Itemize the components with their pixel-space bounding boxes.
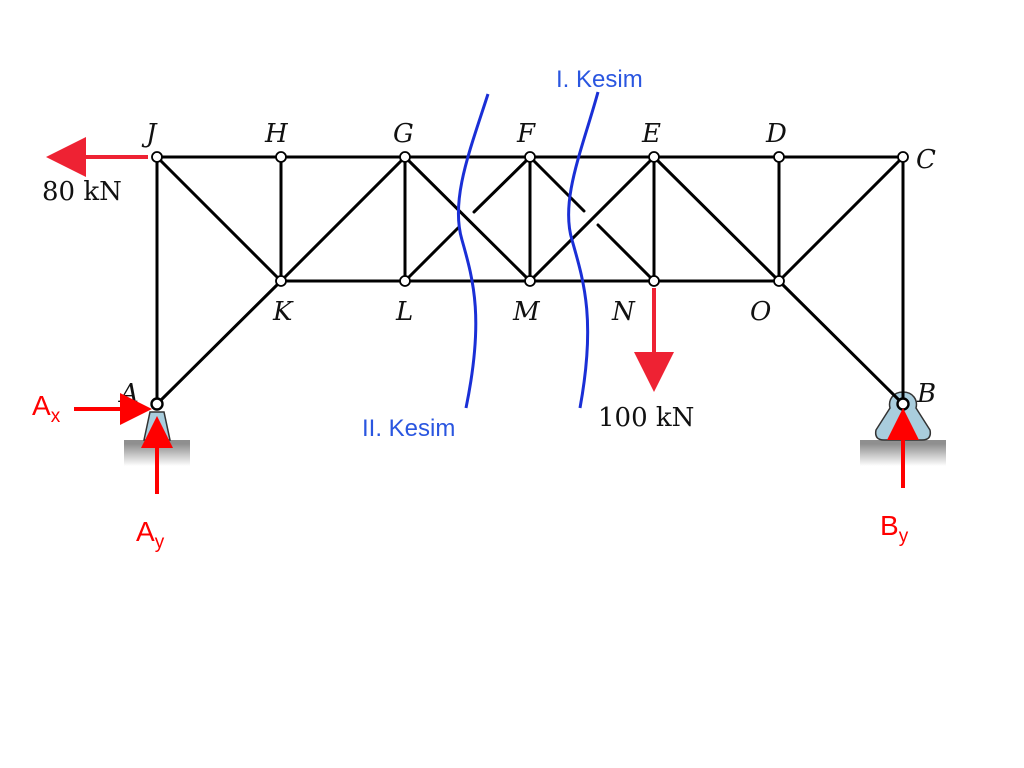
label-b: B xyxy=(916,379,936,409)
label-a: A xyxy=(118,379,139,409)
member-oc xyxy=(777,155,905,283)
cut-label-2: II. Kesim xyxy=(362,415,455,442)
joint-m xyxy=(524,275,536,287)
joint-h xyxy=(275,151,287,163)
ax-label: Ax xyxy=(32,390,61,427)
joint-o xyxy=(773,275,785,287)
cut-line-1 xyxy=(567,91,600,409)
joint-c xyxy=(897,151,909,163)
node-labels: J H G F E D C K L M N O A B xyxy=(118,119,936,409)
load-80kn: 80 kN xyxy=(42,137,148,207)
section-cuts xyxy=(456,91,600,409)
joint-d xyxy=(773,151,785,163)
joint-l xyxy=(399,275,411,287)
joint-e xyxy=(648,151,660,163)
cut-label-1: I. Kesim xyxy=(556,66,643,93)
member-lf-upper xyxy=(472,155,532,214)
member-gm xyxy=(403,155,532,283)
label-l: L xyxy=(395,297,413,327)
member-ak xyxy=(155,279,283,406)
by-label: By xyxy=(880,510,909,547)
label-f: F xyxy=(516,119,536,149)
member-lf-lower xyxy=(403,226,460,283)
load-80kn-label: 80 kN xyxy=(42,177,122,207)
reaction-by: By xyxy=(880,408,919,547)
ay-label: Ay xyxy=(136,516,165,553)
label-h: H xyxy=(264,119,289,149)
label-c: C xyxy=(916,145,936,175)
joint-f xyxy=(524,151,536,163)
cut-line-2 xyxy=(456,93,490,409)
reaction-ay: Ay xyxy=(136,416,173,553)
load-100kn: 100 kN xyxy=(598,288,694,433)
member-jk xyxy=(155,155,283,283)
member-me xyxy=(528,155,656,283)
label-j: J xyxy=(141,119,158,149)
label-o: O xyxy=(750,297,771,327)
member-kg xyxy=(279,155,407,283)
label-m: M xyxy=(512,297,541,327)
member-fn-upper xyxy=(528,155,586,213)
label-k: K xyxy=(272,297,294,327)
reaction-ax: Ax xyxy=(32,390,152,427)
label-e: E xyxy=(641,119,661,149)
joint-b xyxy=(896,397,910,411)
label-d: D xyxy=(765,119,787,149)
label-g: G xyxy=(393,119,414,149)
joint-a xyxy=(150,397,164,411)
joint-k xyxy=(275,275,287,287)
member-fn-lower xyxy=(596,223,656,283)
joint-g xyxy=(399,151,411,163)
member-ob xyxy=(777,279,905,406)
joints xyxy=(150,151,910,411)
joint-j xyxy=(151,151,163,163)
label-n: N xyxy=(611,297,636,327)
load-100kn-label: 100 kN xyxy=(598,403,694,433)
joint-n xyxy=(648,275,660,287)
member-eo xyxy=(652,155,781,283)
